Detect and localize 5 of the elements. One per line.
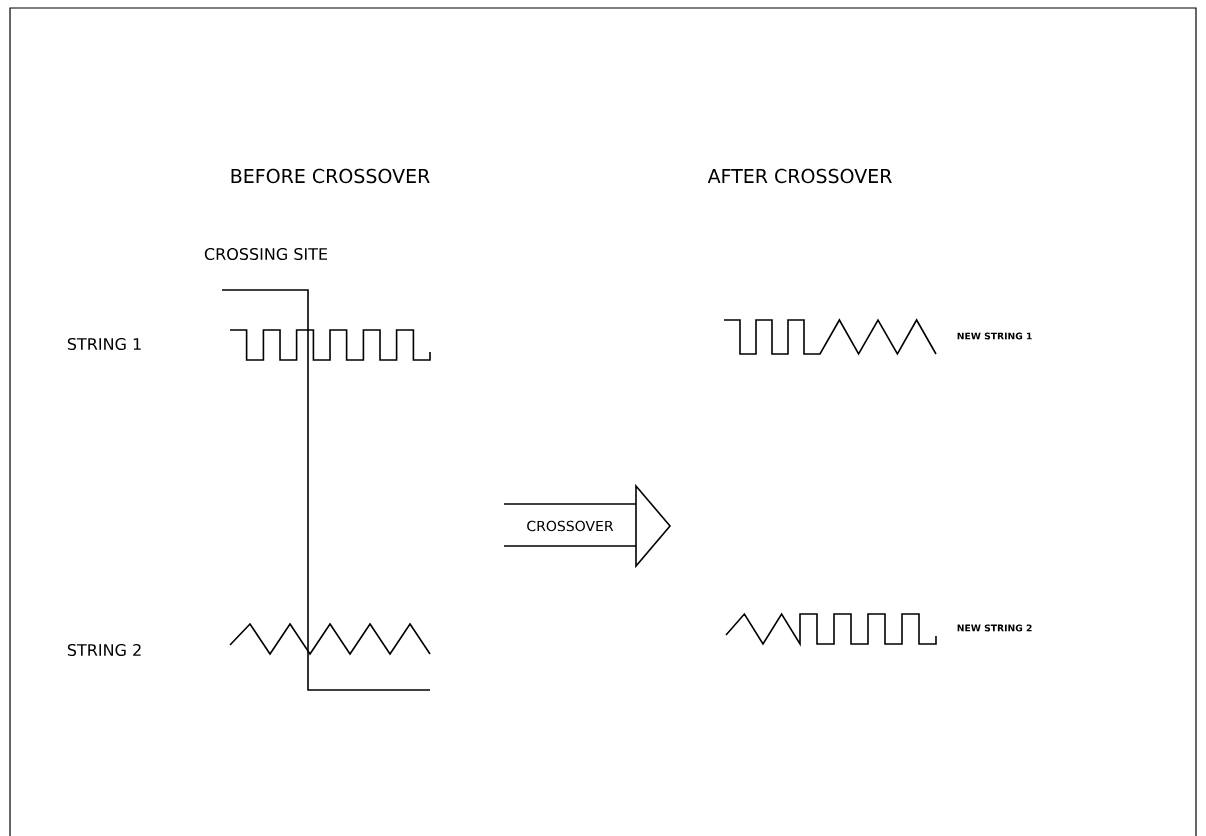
string-label: STRING 1 [67, 337, 141, 351]
string-label: STRING 2 [67, 643, 141, 657]
heading: AFTER CROSSOVER [707, 168, 892, 184]
site-label: CROSSING SITE [204, 247, 328, 261]
heading: BEFORE CROSSOVER [231, 168, 430, 184]
